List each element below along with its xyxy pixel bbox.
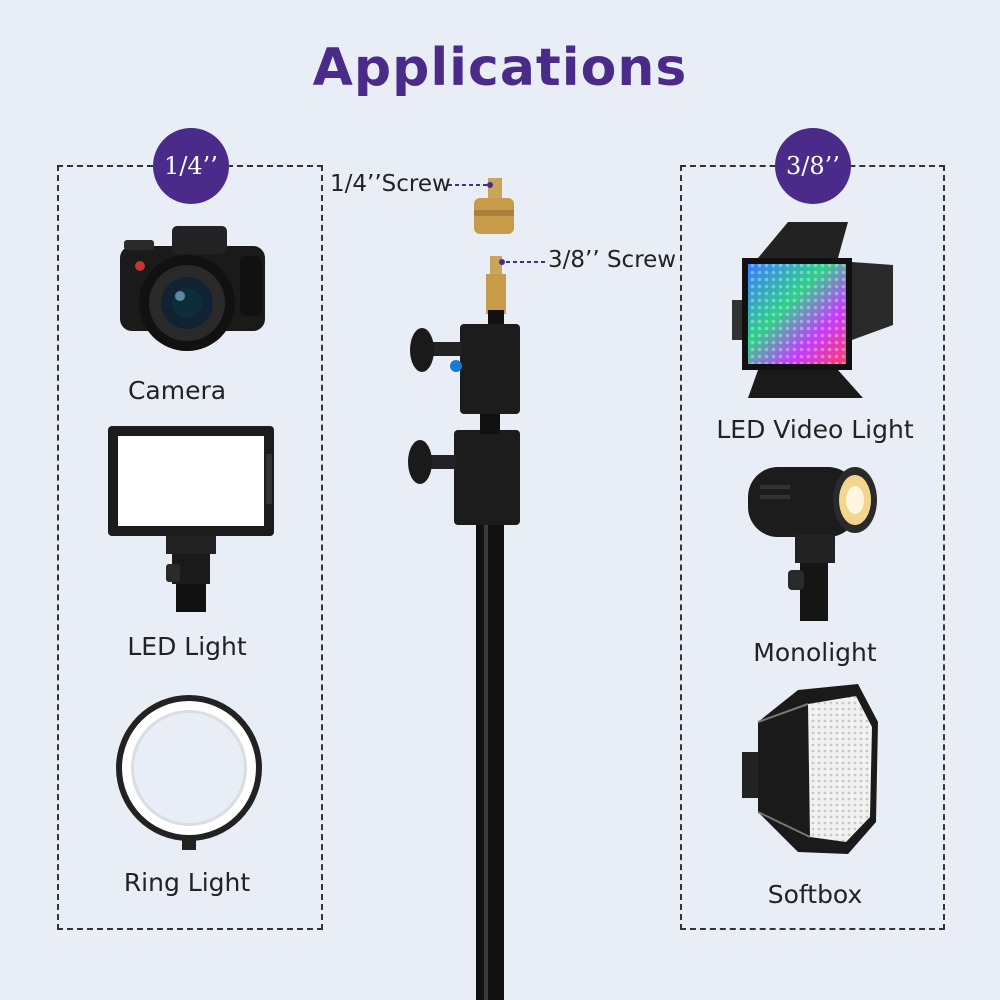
three-eighths-screw-callout: 3/8’’ Screw [548, 247, 677, 273]
three-eighths-screw-leader-line [499, 259, 546, 265]
ring-light-icon [116, 695, 262, 850]
led-light-label: LED Light [127, 632, 247, 661]
quarter-inch-screw-callout: 1/4’’Screw [330, 171, 451, 197]
monolight-label: Monolight [753, 638, 877, 667]
quarter-screw-leader-line [448, 182, 493, 188]
softbox-icon [742, 684, 878, 854]
camera-icon [120, 226, 265, 351]
ring-light-label: Ring Light [123, 868, 251, 897]
led-video-light-label: LED Video Light [716, 415, 914, 444]
three-eighths-inch-badge: 3/8’’ [775, 128, 851, 204]
page-title: Applications [312, 38, 688, 98]
monolight-icon [748, 467, 877, 621]
led-light-panel-icon [108, 426, 274, 612]
quarter-inch-badge: 1/4’’ [153, 128, 229, 204]
led-video-light-icon [732, 222, 893, 398]
camera-label: Camera [127, 376, 227, 405]
softbox-label: Softbox [767, 880, 863, 909]
light-stand-icon [408, 178, 520, 1000]
